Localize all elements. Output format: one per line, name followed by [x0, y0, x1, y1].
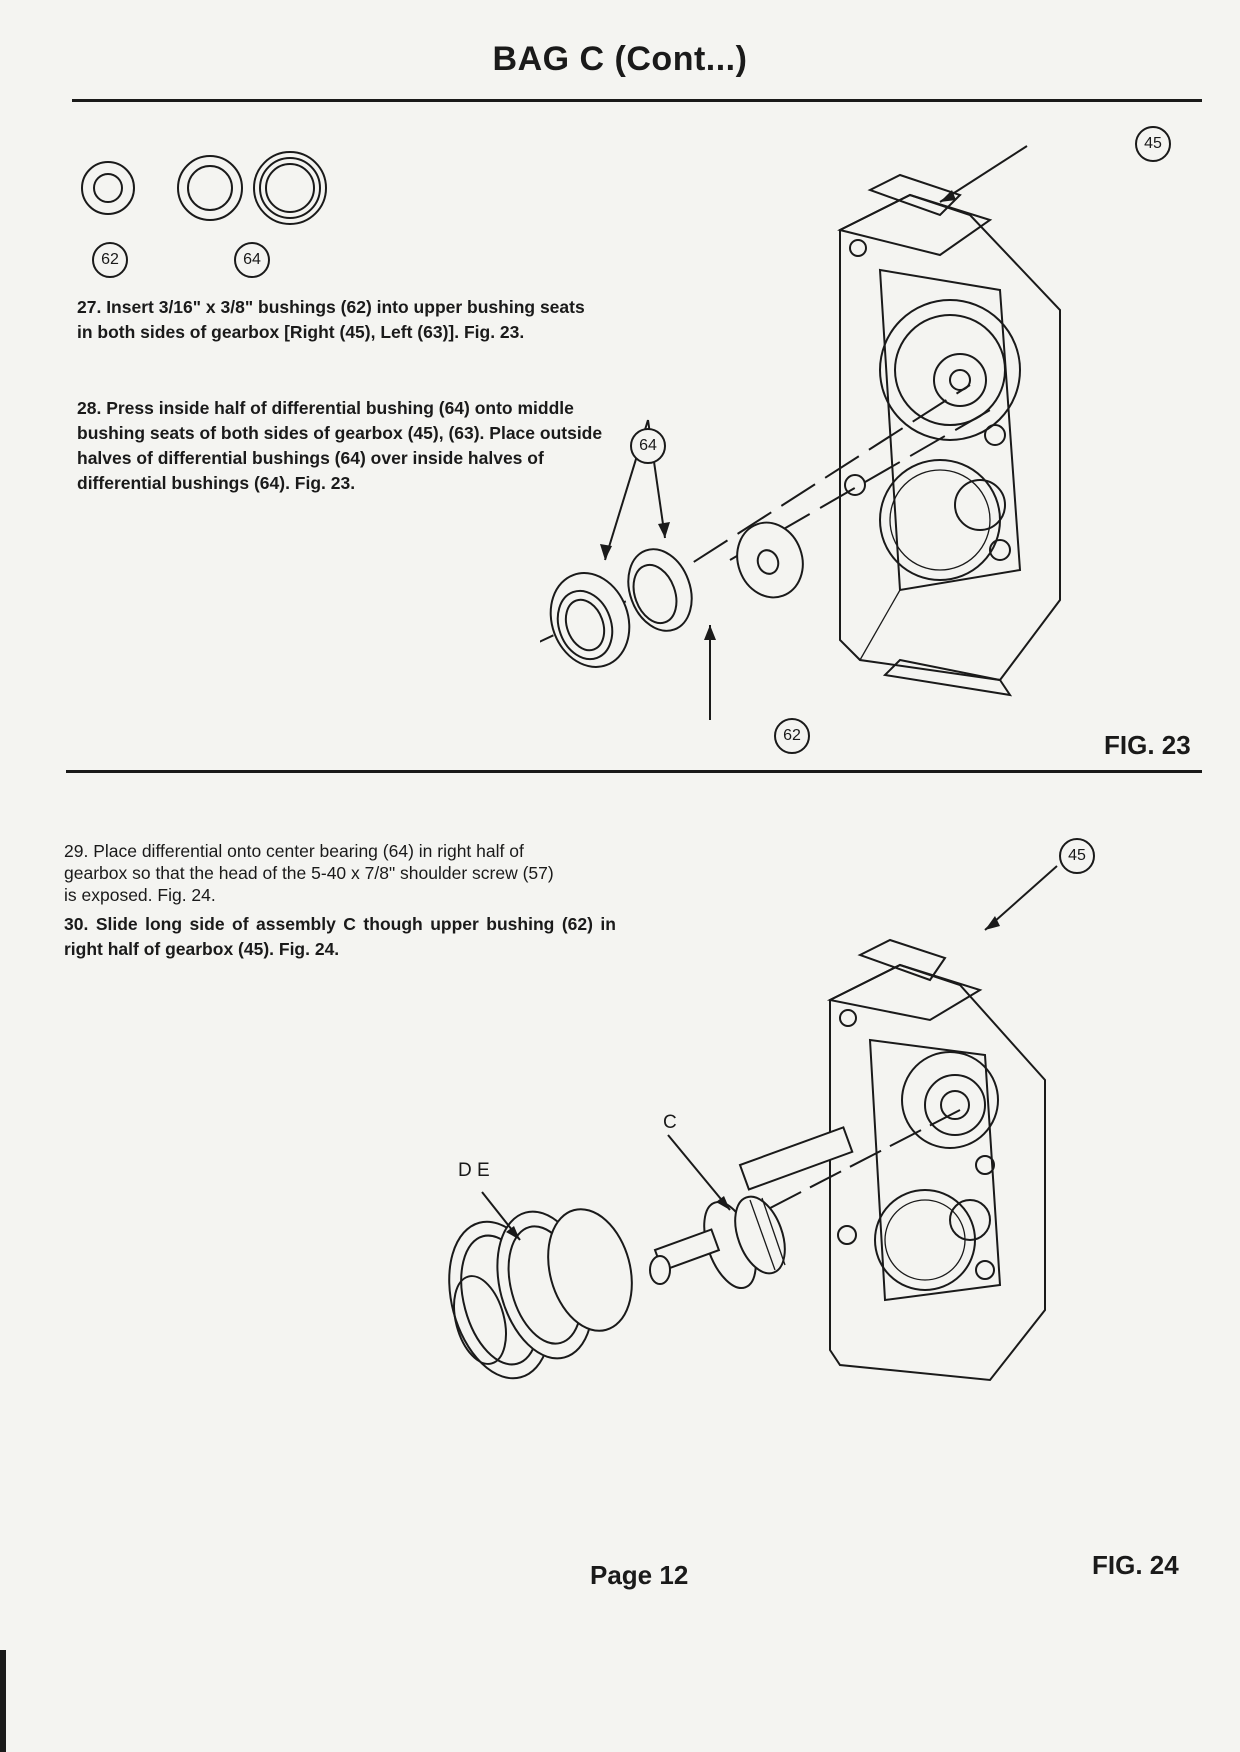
fig23-callout-45: 45 [1135, 126, 1171, 162]
page-number: Page 12 [590, 1560, 689, 1590]
figure-23-drawing [540, 145, 1061, 720]
gearbox-right-half-drawing [837, 173, 1061, 697]
fig23-callout-62: 62 [774, 718, 810, 754]
differential-de-drawing [448, 1208, 633, 1380]
step-30: 30. Slide long side of assembly C though… [64, 914, 616, 959]
legend-callout-62: 62 [92, 242, 128, 278]
figure-23-label: FIG. 23 [1104, 730, 1191, 760]
page-title: BAG C (Cont...) [492, 40, 748, 78]
gearbox-right-half-drawing-24 [826, 938, 1046, 1382]
axis-line-mid [649, 384, 971, 591]
bushing-62-drawing [736, 521, 804, 599]
step-29: 29. Place differential onto center beari… [64, 841, 554, 905]
fig24-callout-45: 45 [1059, 838, 1095, 874]
step-27: 27. Insert 3/16" x 3/8" bushings (62) in… [77, 297, 585, 342]
fig24-letter-de: D E [458, 1160, 490, 1181]
bushing-64-outer-drawing [549, 572, 631, 668]
figure-24-label: FIG. 24 [1092, 1550, 1179, 1580]
step-28: 28. Press inside half of differential bu… [77, 398, 603, 493]
legend-callout-64: 64 [234, 242, 270, 278]
header-rule [72, 99, 1202, 102]
bushing-64-inner-drawing [627, 548, 693, 632]
fig24-letter-c: C [663, 1112, 677, 1133]
assembly-c-drawing [649, 1126, 854, 1289]
section-rule [66, 770, 1202, 773]
figure-24-drawing [448, 865, 1058, 1382]
bushing-62-icon [81, 161, 135, 215]
bushing-64-icon [177, 151, 327, 225]
fig23-callout-64: 64 [630, 428, 666, 464]
parts-legend-drawing [81, 151, 327, 225]
binding-edge-mark [0, 1650, 6, 1752]
